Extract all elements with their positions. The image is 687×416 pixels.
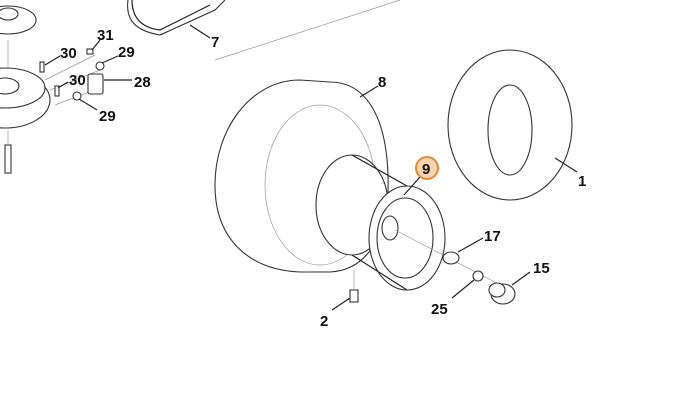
small-hardware [39, 48, 105, 101]
callout-9[interactable]: 9 [422, 161, 430, 178]
inner-tube-part [447, 49, 573, 201]
cap-part [488, 282, 516, 305]
clutch-part [0, 54, 101, 129]
callout-15[interactable]: 15 [533, 260, 550, 277]
callout-30[interactable]: 30 [60, 45, 77, 62]
belt-part [127, 0, 226, 36]
pulley-part [0, 5, 37, 70]
nut-part [472, 270, 484, 282]
callout-29[interactable]: 29 [118, 44, 135, 61]
callout-8[interactable]: 8 [378, 74, 386, 91]
callout-2[interactable]: 2 [320, 313, 328, 330]
callout-30[interactable]: 30 [69, 72, 86, 89]
callout-7[interactable]: 7 [211, 34, 219, 51]
callout-17[interactable]: 17 [484, 228, 501, 245]
rim-part [315, 154, 511, 291]
callout-28[interactable]: 28 [134, 74, 151, 91]
callout-9-highlight[interactable] [415, 156, 439, 180]
callout-1[interactable]: 1 [578, 173, 586, 190]
washer-part [442, 251, 460, 265]
leader-lines [44, 24, 578, 311]
callout-31[interactable]: 31 [97, 27, 114, 44]
bolt-part [4, 130, 12, 174]
valve-part [349, 270, 359, 303]
callout-29[interactable]: 29 [99, 108, 116, 125]
callout-25[interactable]: 25 [431, 301, 448, 318]
